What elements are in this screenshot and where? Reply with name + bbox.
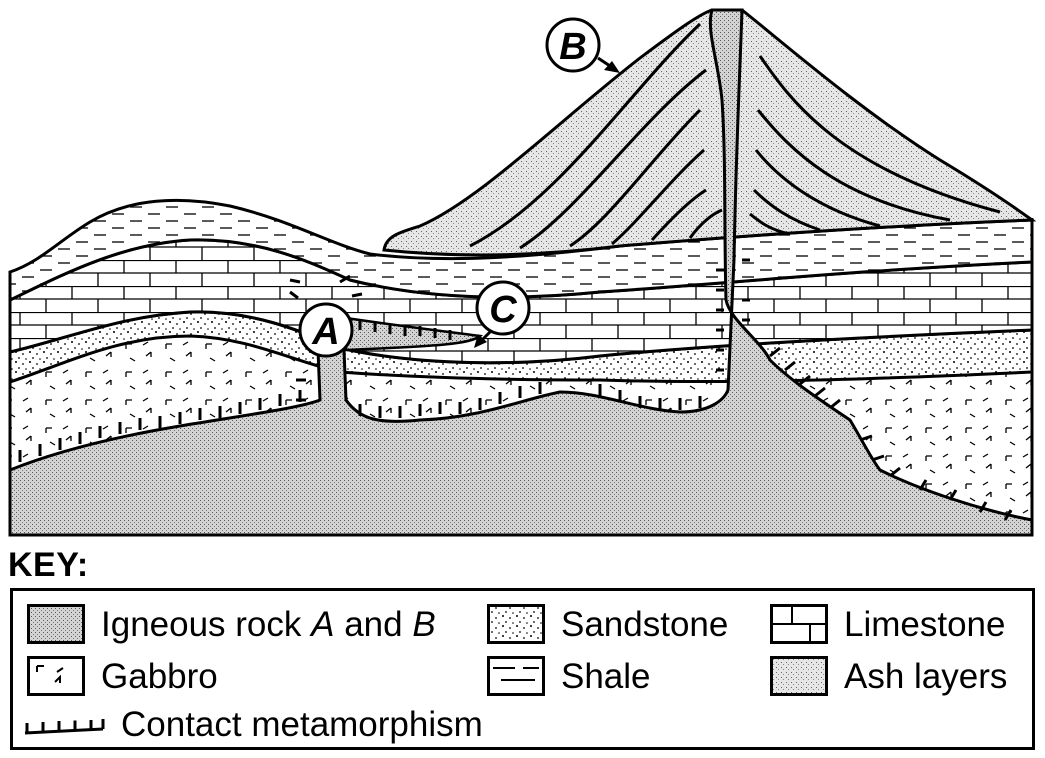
geologic-cross-section: A B C xyxy=(8,8,1037,537)
key-item-shale: Shale xyxy=(487,653,651,699)
key-label-limestone: Limestone xyxy=(844,604,1006,644)
key-item-sandstone: Sandstone xyxy=(487,601,728,647)
label-b: B xyxy=(545,17,620,73)
key-title: KEY: xyxy=(8,546,89,584)
shale-swatch-icon xyxy=(487,656,545,696)
contact-metamorphism-marks xyxy=(18,258,1013,521)
sandstone-swatch-icon xyxy=(487,604,545,644)
ash-swatch-icon xyxy=(770,656,828,696)
key-label-gabbro: Gabbro xyxy=(101,656,218,696)
contact-metamorphism-icon xyxy=(24,719,105,735)
key-item-ash: Ash layers xyxy=(770,653,1007,699)
label-c: C xyxy=(474,280,531,348)
key-label-shale: Shale xyxy=(561,656,651,696)
key-label-sandstone: Sandstone xyxy=(561,604,729,644)
gabbro-swatch-icon xyxy=(27,656,85,696)
key-item-limestone: Limestone xyxy=(770,601,1005,647)
ash-layer-lines xyxy=(469,22,1001,250)
limestone-swatch-icon xyxy=(770,604,828,644)
key-item-contact: Contact metamorphism xyxy=(21,701,483,747)
key-label-igneous: Igneous rock A and B xyxy=(101,604,436,644)
label-a-text: A xyxy=(311,311,339,353)
key-label-ash: Ash layers xyxy=(844,656,1008,696)
key-legend: Igneous rock A and B Sandstone Limestone… xyxy=(10,588,1035,750)
label-a: A xyxy=(298,302,354,358)
volcano-ash-layers xyxy=(382,8,1037,257)
key-label-contact: Contact metamorphism xyxy=(121,704,483,744)
label-b-text: B xyxy=(559,26,586,68)
label-c-text: C xyxy=(489,289,517,331)
igneous-swatch-icon xyxy=(27,604,85,644)
key-item-gabbro: Gabbro xyxy=(27,653,218,699)
key-item-igneous: Igneous rock A and B xyxy=(27,601,436,647)
